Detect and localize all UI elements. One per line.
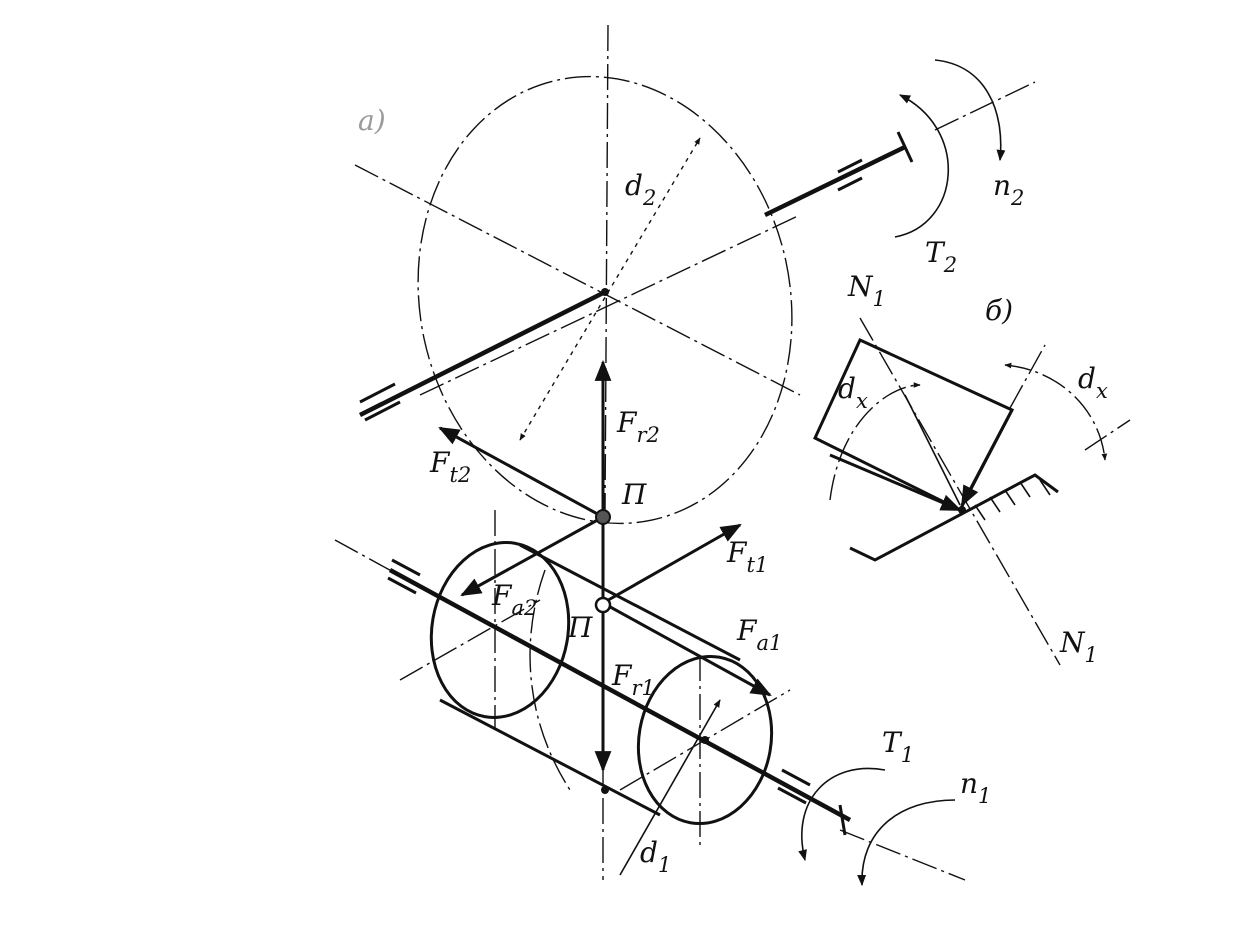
section-surface <box>849 473 1059 562</box>
wheel-shaft-extension <box>764 144 906 218</box>
wheel-bearing-right <box>837 158 863 192</box>
gear-pinion <box>334 510 966 887</box>
label-dx-left: dx <box>838 372 868 413</box>
wheel-diagonal-axis <box>354 164 801 396</box>
label-N1-top: N1 <box>847 270 886 311</box>
force-Ft2-arrow <box>438 426 604 519</box>
pinion-cross-line-left <box>399 599 541 681</box>
rotation-n1-arc <box>857 799 956 887</box>
pinion-lower-axis <box>839 829 966 881</box>
pinion-left-axis <box>334 539 591 681</box>
label-Fr2: Fr2 <box>616 406 660 447</box>
label-Ft2: Ft2 <box>429 446 471 487</box>
panel-b-label: б) <box>985 294 1013 327</box>
label-T2: T2 <box>925 236 957 277</box>
pinion-top-edge <box>519 543 741 662</box>
force-Fa1-arrow <box>602 601 772 697</box>
forces-upper <box>438 359 612 603</box>
label-n2: n2 <box>993 169 1024 210</box>
panel-a-label: а) <box>358 104 386 137</box>
section-dx-axis <box>1009 344 1046 409</box>
wheel-axis-extension <box>934 81 1036 131</box>
pinion-pitch-arc <box>529 569 571 791</box>
label-Fr1: Fr1 <box>611 659 655 700</box>
label-N1-bottom: N1 <box>1059 626 1098 667</box>
section-contact-point <box>958 506 966 514</box>
pinion-center <box>701 736 709 744</box>
wheel-center <box>601 288 609 296</box>
torque-T1-arc <box>798 767 886 862</box>
pinion-bearing-right <box>777 768 811 805</box>
pinion-shaft-end-tick <box>838 804 847 836</box>
pitch-point-upper <box>595 509 611 525</box>
gear-wheel <box>354 24 1036 525</box>
pinion-bottom-edge <box>439 698 661 817</box>
section-arc-right <box>1004 362 1108 461</box>
label-Fa1: Fa1 <box>736 614 782 655</box>
label-Fa2: Fa2 <box>491 579 537 620</box>
pinion-right-face <box>636 654 774 826</box>
label-d1: d1 <box>640 836 671 877</box>
pinion-left-face <box>429 541 571 719</box>
pinion-bearing-left <box>387 558 421 595</box>
section-hatch <box>974 479 1051 521</box>
section-force-horizontal <box>829 453 962 512</box>
section-inner-diagonal <box>904 394 961 506</box>
forces-lower <box>594 523 772 773</box>
force-Ft1-arrow <box>602 523 742 605</box>
label-P-top: П <box>621 478 647 511</box>
wheel-cross-axis <box>419 214 801 396</box>
panel-b-section <box>813 317 1131 666</box>
section-rectangle <box>813 338 1015 512</box>
force-Fa2-arrow <box>460 515 604 597</box>
wheel-shaft-end-tick <box>896 131 914 163</box>
pinion-diameter-line <box>619 699 721 876</box>
rotation-n2-arc <box>934 59 1006 162</box>
wheel-pitch-ellipse <box>417 75 793 525</box>
label-dx-right: dx <box>1078 362 1108 403</box>
section-dx-axis-2 <box>1084 419 1131 451</box>
pinion-bottom-node <box>601 786 609 794</box>
pitch-point-lower <box>594 596 612 614</box>
wheel-shaft <box>358 289 607 418</box>
wheel-diameter-line <box>519 137 701 441</box>
label-Ft1: Ft1 <box>726 536 768 577</box>
label-T1: T1 <box>882 726 914 767</box>
wheel-vertical-axis <box>604 24 609 516</box>
section-normal-line <box>859 317 1061 666</box>
label-P-bottom: П <box>567 611 593 644</box>
label-d2: d2 <box>625 169 656 210</box>
section-arc-left <box>829 382 921 501</box>
section-force-vertical <box>960 409 1014 507</box>
label-n1: n1 <box>960 767 991 808</box>
torque-T2-arc <box>894 94 949 238</box>
wheel-bearing-left <box>359 382 401 422</box>
